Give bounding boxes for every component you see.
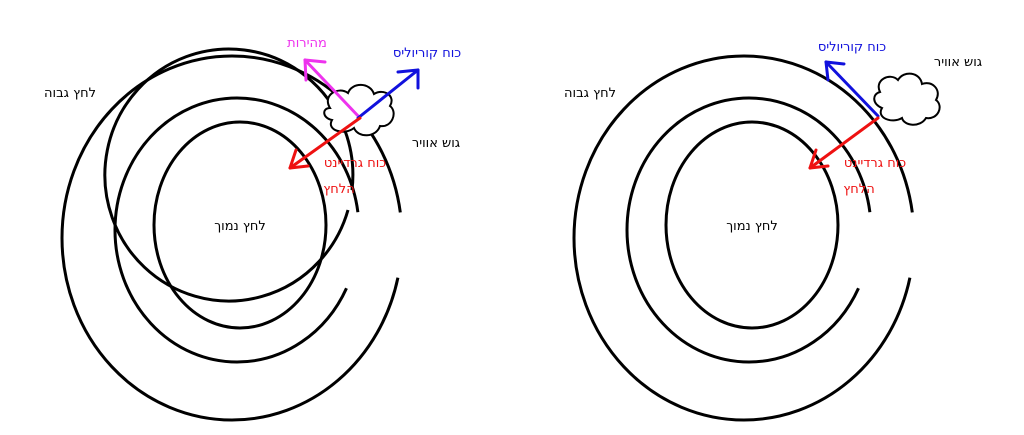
pressure-gradient-arrow-right [808,116,880,170]
coriolis-arrow-right [824,60,880,118]
air-mass-label-left: גוש אוויר [412,136,460,151]
diagram-left: לחץ נמוך לחץ גבוה גוש אוויר כוח גרדיינט … [44,36,461,422]
air-mass-cloud [873,72,941,126]
pressure-gradient-arrow-left [288,116,362,170]
air-mass-label-right: גוש אוויר [934,55,982,70]
inner-isobar [664,120,840,330]
middle-isobar [103,47,355,303]
pressure-gradient-label-left-1: כוח גרדיינט [324,156,386,171]
high-pressure-label-left: לחץ גבוה [44,86,96,101]
outer-isobar [572,54,916,422]
inner-isobar [152,120,328,330]
low-pressure-label-right: לחץ נמוך [726,219,778,234]
coriolis-label-left: כוח קוריוליס [393,46,461,61]
diagram-right: לחץ נמוך לחץ גבוה גוש אוויר כוח גרדיינט … [564,40,982,422]
velocity-arrow [303,58,362,120]
coriolis-label-right: כוח קוריוליס [818,40,886,55]
coriolis-arrow-left [356,68,420,120]
outer-isobar [60,54,404,422]
velocity-label: מהירות [287,36,327,51]
middle-isobar-arc [625,96,873,364]
middle-isobar-arc [113,96,361,364]
low-pressure-label-left: לחץ נמוך [214,219,266,234]
pressure-gradient-label-right-2: הלחץ [843,182,874,197]
pressure-gradient-label-right-1: כוח גרדיינט [844,156,906,171]
high-pressure-label-right: לחץ גבוה [564,86,616,101]
pressure-gradient-label-left-2: הלחץ [323,182,354,197]
